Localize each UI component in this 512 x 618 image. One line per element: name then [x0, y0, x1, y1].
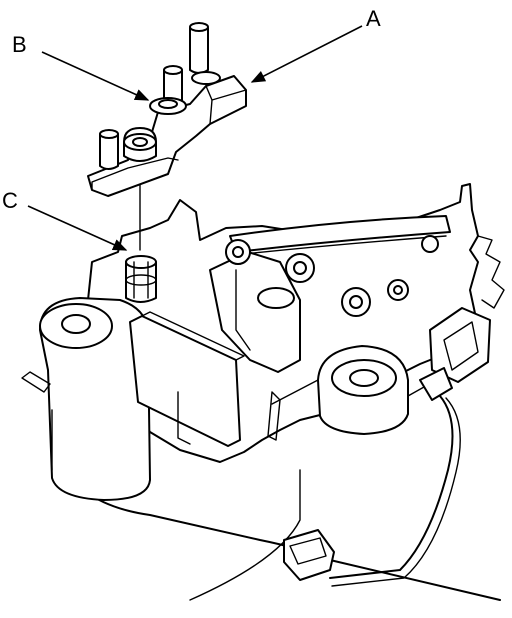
callout-label-b: B — [12, 32, 27, 57]
callout-b — [41, 51, 150, 101]
callout-label-a: A — [366, 6, 381, 31]
part-a-bracket — [87, 22, 247, 197]
part-c-pin — [125, 255, 157, 303]
callout-c — [27, 205, 128, 251]
valve-body-housing — [21, 183, 505, 601]
callout-a — [250, 25, 363, 83]
callout-label-c: C — [2, 188, 18, 213]
